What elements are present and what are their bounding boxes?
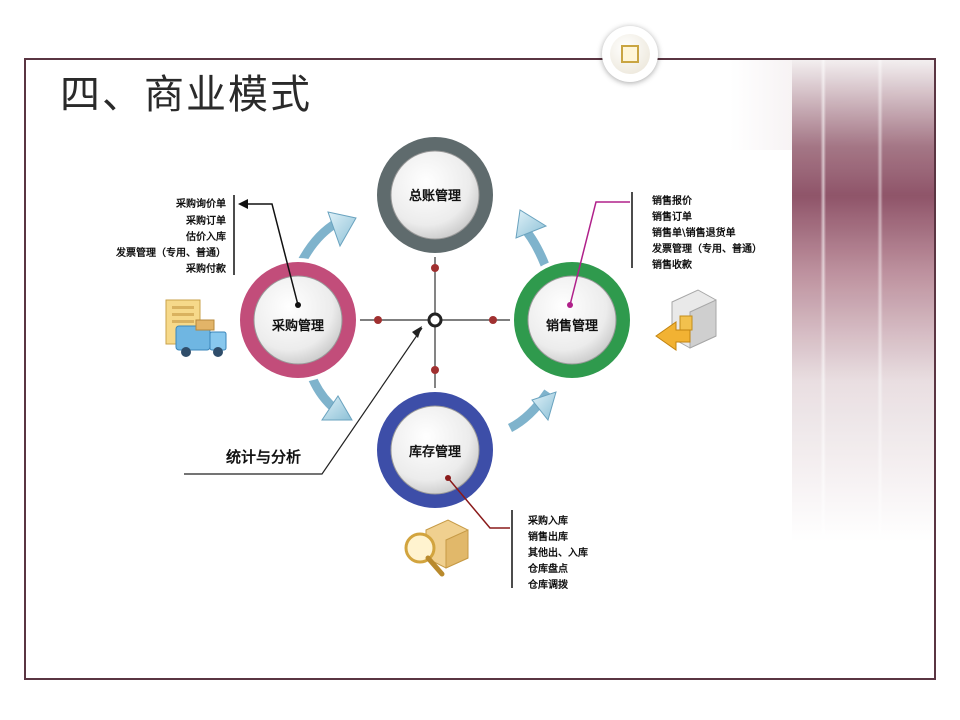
node-inventory: 库存管理 xyxy=(373,388,497,512)
purchase-item: 估价入库 xyxy=(185,230,226,243)
purchase-item: 采购付款 xyxy=(185,262,227,275)
purchase-callout: 采购询价单 采购订单 估价入库 发票管理（专用、普通） 采购付款 xyxy=(115,195,301,308)
sales-item: 销售收款 xyxy=(652,258,693,271)
truck-icon xyxy=(165,299,227,357)
sales-item: 销售订单 xyxy=(652,210,692,223)
sales-item: 发票管理（专用、普通） xyxy=(651,242,762,255)
node-label-ledger: 总账管理 xyxy=(409,188,461,204)
purchase-item: 采购订单 xyxy=(185,214,226,227)
slide-badge-icon xyxy=(602,26,658,82)
inventory-item: 其他出、入库 xyxy=(528,546,588,559)
node-sales: 销售管理 xyxy=(510,258,634,382)
magnifier-inventory-icon xyxy=(404,519,469,577)
page-title: 四、商业模式 xyxy=(60,72,312,118)
inventory-callout: 采购入库 销售出库 其他出、入库 仓库盘点 仓库调拨 xyxy=(445,475,588,591)
flow-arrow-purchase-to-ledger xyxy=(295,211,357,268)
sales-item: 销售报价 xyxy=(652,194,693,207)
slide-frame xyxy=(24,58,936,680)
inventory-item: 销售出库 xyxy=(528,530,568,543)
purchase-item: 发票管理（专用、普通） xyxy=(115,246,226,259)
node-label-sales: 销售管理 xyxy=(546,318,598,334)
sales-item: 销售单\销售退货单 xyxy=(652,226,736,239)
analysis-label: 统计与分析 xyxy=(226,448,301,466)
flow-arrow-ledger-to-sales xyxy=(515,209,550,267)
inventory-item: 仓库调拨 xyxy=(527,578,569,591)
connector-dot xyxy=(431,264,439,272)
node-ledger: 总账管理 xyxy=(373,133,497,257)
connector-dot xyxy=(431,366,439,374)
node-purchase: 采购管理 xyxy=(236,258,360,382)
analysis-callout: 统计与分析 xyxy=(184,326,423,475)
connector-dot xyxy=(374,316,382,324)
node-label-inventory: 库存管理 xyxy=(409,444,461,460)
node-label-purchase: 采购管理 xyxy=(271,318,324,334)
flow-arrow-inventory-to-sales xyxy=(507,389,557,433)
decorative-side-panel xyxy=(792,60,934,678)
inventory-item: 仓库盘点 xyxy=(527,562,568,575)
warehouse-box-icon xyxy=(655,289,717,351)
inventory-item: 采购入库 xyxy=(527,514,568,527)
center-hub xyxy=(427,312,443,328)
purchase-item: 采购询价单 xyxy=(175,197,226,210)
sales-callout: 销售报价 销售订单 销售单\销售退货单 发票管理（专用、普通） 销售收款 xyxy=(567,192,762,308)
connector-dot xyxy=(489,316,497,324)
